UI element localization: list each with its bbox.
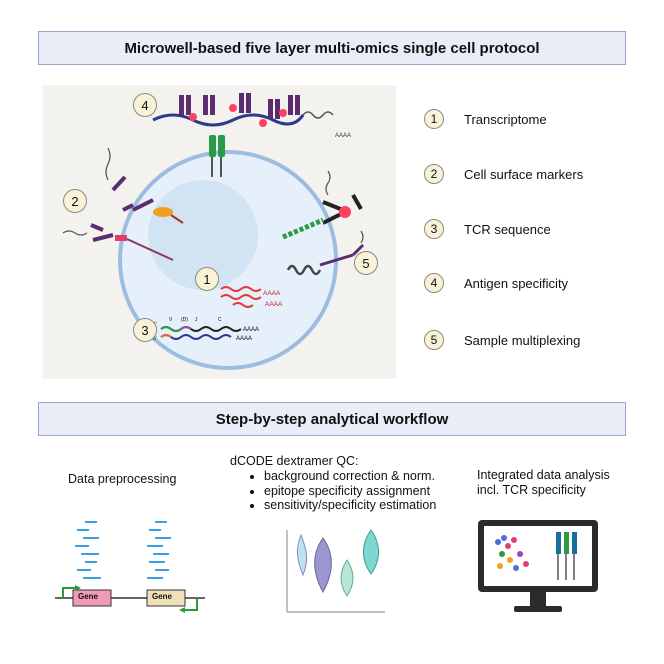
lipid-anchor-oligo	[286, 230, 365, 276]
svg-text:AAAA: AAAA	[243, 327, 259, 333]
integrated-title-line2: incl. TCR specificity	[477, 483, 586, 497]
protocol-title-banner: Microwell-based five layer multi-omics s…	[38, 31, 626, 65]
badge-3: 3	[133, 318, 157, 342]
cell-diagram: AAAA AAAA AAAA	[62, 93, 365, 370]
svg-text:C: C	[218, 317, 222, 323]
workflow-title: Step-by-step analytical workflow	[215, 410, 449, 428]
legend-item-transcriptome: 1 Transcriptome	[424, 107, 547, 131]
svg-text:AAAA: AAAA	[263, 290, 281, 297]
legend-item-tcr-sequence: 3 TCR sequence	[424, 217, 551, 241]
monitor-illustration	[478, 520, 598, 612]
forward-strand-arrow	[62, 587, 75, 598]
dextramer-peptide-mhc	[179, 93, 300, 119]
badge-5: 5	[354, 251, 378, 275]
gene-label-1: Gene	[78, 592, 99, 601]
qc-bullet: sensitivity/specificity estimation	[264, 498, 436, 513]
violin-2	[314, 537, 332, 594]
svg-text:AAAA: AAAA	[265, 301, 283, 308]
dextramer-barcode-oligo	[302, 111, 334, 119]
legend-number: 4	[424, 273, 444, 293]
badge-1: 1	[195, 267, 219, 291]
legend-item-antigen-specificity: 4 Antigen specificity	[424, 271, 568, 295]
dextramer-backbone	[152, 113, 305, 127]
qc-bullet: epitope specificity assignment	[264, 484, 436, 499]
read-alignment-illustration	[55, 521, 205, 613]
legend-item-sample-multiplexing: 5 Sample multiplexing	[424, 328, 580, 352]
legend-label: Sample multiplexing	[464, 332, 581, 348]
fluorophore-dots	[189, 104, 287, 127]
mrna-transcripts: AAAA AAAA	[220, 286, 283, 308]
qc-title: dCODE dextramer QC:	[230, 454, 359, 468]
legend-label: TCR sequence	[464, 221, 551, 237]
preprocessing-title: Data preprocessing	[68, 472, 177, 486]
cell-nucleus	[148, 180, 258, 290]
legend-item-surface-markers: 2 Cell surface markers	[424, 162, 583, 186]
tcr-receptor	[209, 135, 225, 177]
gene-block-tan	[146, 589, 186, 607]
integrated-title-line1: Integrated data analysis	[477, 468, 610, 482]
violin-1	[296, 533, 308, 577]
protocol-title: Microwell-based five layer multi-omics s…	[124, 39, 540, 57]
qc-bullet: background correction & norm.	[264, 469, 436, 484]
svg-text:5': 5'	[153, 336, 157, 342]
surface-antibody-orange	[105, 147, 184, 224]
violin-4	[363, 529, 379, 575]
hashtag-antibody	[282, 170, 363, 240]
gene-block-pink	[72, 589, 112, 607]
violin-plot-illustration	[286, 529, 385, 613]
svg-text:V: V	[169, 317, 173, 323]
legend-number: 3	[424, 219, 444, 239]
surface-antibody-pink	[62, 223, 174, 261]
legend-label: Cell surface markers	[464, 166, 584, 182]
qc-bullet-list: background correction & norm. epitope sp…	[246, 469, 436, 513]
svg-text:J: J	[195, 317, 198, 323]
legend-label: Transcriptome	[464, 111, 547, 127]
gene-label-2: Gene	[152, 592, 173, 601]
dextramer-poly-a: AAAA	[335, 133, 351, 139]
legend-number: 1	[424, 109, 444, 129]
legend-number: 5	[424, 330, 444, 350]
badge-2: 2	[63, 189, 87, 213]
legend-number: 2	[424, 164, 444, 184]
tcr-bar-markers	[556, 532, 577, 580]
workflow-title-banner: Step-by-step analytical workflow	[38, 402, 626, 436]
legend-label: Antigen specificity	[464, 275, 569, 291]
umap-scatter	[495, 535, 529, 571]
svg-text:(D): (D)	[181, 317, 188, 323]
violin-3	[340, 559, 354, 597]
reverse-strand-arrow	[185, 598, 198, 611]
badge-4: 4	[133, 93, 157, 117]
svg-text:AAAA: AAAA	[236, 336, 252, 342]
